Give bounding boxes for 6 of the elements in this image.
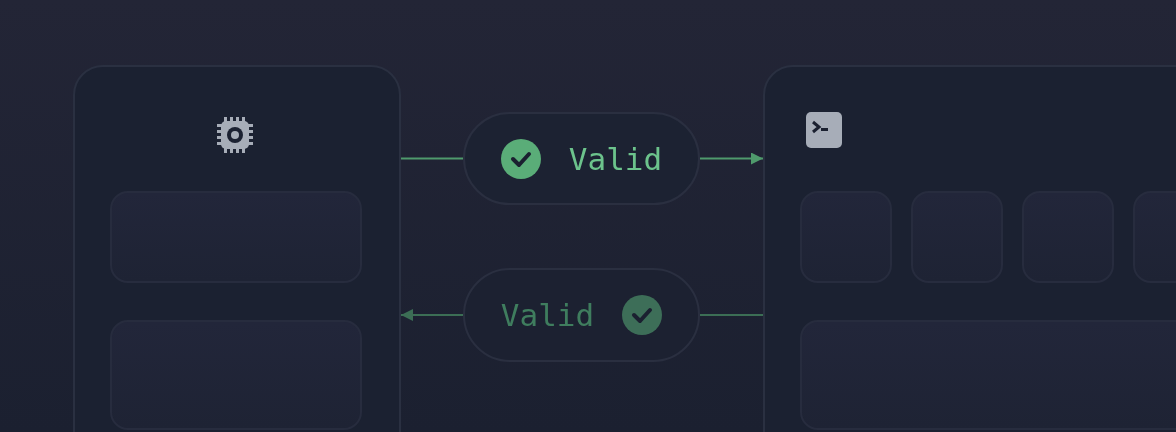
status-label: Valid bbox=[500, 297, 595, 333]
arrow bbox=[400, 309, 464, 321]
status-label: Valid bbox=[568, 140, 663, 177]
arrow bbox=[699, 152, 764, 165]
panel bbox=[73, 65, 401, 432]
panel bbox=[763, 65, 1176, 432]
